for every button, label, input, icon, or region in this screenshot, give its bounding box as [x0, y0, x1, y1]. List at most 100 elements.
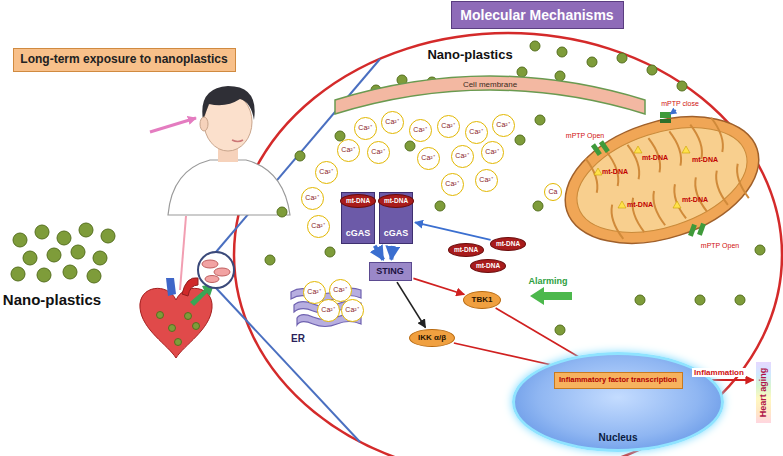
nanoplastic-particle [87, 269, 101, 283]
nanoplastic-particle [533, 201, 543, 211]
annotation-label: mt-DNA [627, 201, 653, 209]
node-text: Ca²⁺ [455, 152, 468, 160]
pathway-arrow [397, 282, 425, 327]
mtdna-fragment: mt-DNA [340, 194, 376, 208]
nanoplastic-particle [530, 41, 540, 51]
mptp-pore [591, 143, 602, 156]
nanoplastic-particle [515, 135, 525, 145]
edge-label: Inflammation [692, 368, 746, 377]
signal-arrow [375, 246, 383, 260]
node-text: Ca²⁺ [307, 288, 320, 296]
signal-arrow [391, 246, 393, 260]
mitochondrion [669, 130, 684, 165]
node-text: Ca²⁺ [345, 306, 358, 314]
node-text: Ca²⁺ [333, 286, 346, 294]
figure-label: Nano-plastics [427, 48, 512, 63]
node-text: mt-DNA [384, 197, 408, 204]
calcium-ion: Ca²⁺ [317, 299, 340, 322]
node-text: Ca²⁺ [385, 118, 398, 126]
nanoplastic-particle [101, 229, 115, 243]
mptp-pore [697, 223, 706, 236]
nanoplastic-particle [517, 67, 527, 77]
endoplasmic-reticulum: ERCa²⁺Ca²⁺Ca²⁺Ca²⁺ [287, 282, 365, 346]
node-text: cGAS [346, 228, 371, 238]
nanoplastic-particle [11, 41, 765, 335]
cell-inset [198, 252, 234, 288]
mptp-pore [660, 119, 671, 123]
cell-membrane [335, 76, 645, 114]
nanoplastic-particle [23, 251, 37, 265]
nanoplastic-particle [57, 231, 71, 245]
mtdna-marker [618, 201, 626, 208]
person-figure [200, 117, 208, 131]
nanoplastic-particle [435, 201, 445, 211]
cell-inset [214, 268, 230, 276]
node-text: Ca²⁺ [341, 146, 354, 154]
mitochondrion [564, 108, 760, 252]
annotation-label: mt-DNA [602, 168, 628, 176]
signal-arrow [415, 222, 491, 240]
person-figure [180, 216, 186, 290]
annotation-label: mt-DNA [682, 196, 708, 204]
calcium-ion: Ca²⁺ [301, 187, 324, 210]
person-figure [168, 160, 290, 215]
mtdna-fragment: mt-DNA [378, 194, 414, 208]
mitochondrion [690, 123, 705, 158]
nanoplastic-particle [193, 323, 200, 330]
node-text: Ca²⁺ [371, 148, 384, 156]
node-text: Ca²⁺ [321, 306, 334, 314]
mtdna-marker [682, 146, 690, 153]
nanoplastic-particle [677, 81, 687, 91]
node-text: cGAS [384, 228, 409, 238]
nanoplastic-particle [13, 233, 27, 247]
section-header: Molecular Mechanisms [451, 1, 624, 29]
node-text: mt-DNA [476, 262, 500, 269]
node-text: IKK α/β [418, 333, 446, 342]
nanoplastic-particle [185, 313, 192, 320]
zoom-circle [216, 288, 360, 442]
person-figure [202, 86, 254, 120]
mitochondrion [734, 164, 749, 199]
person-figure [150, 118, 196, 132]
node-text: Molecular Mechanisms [460, 7, 613, 23]
nanoplastic-particle [755, 245, 765, 255]
calcium-ion: Ca²⁺ [451, 145, 474, 168]
mtdna-fragment: mt-DNA [470, 259, 506, 273]
nanoplastic-particle [617, 53, 627, 63]
node-text: Ca²⁺ [311, 222, 324, 230]
calcium-ion: Ca²⁺ [315, 161, 338, 184]
person-figure [232, 140, 243, 142]
nanoplastic-particle [157, 312, 164, 319]
mptp-pore [591, 110, 706, 237]
nanoplastic-particle [535, 115, 545, 125]
heart-organ [140, 288, 212, 358]
mptp-pore [688, 224, 697, 237]
mitochondrion [650, 191, 665, 226]
cell-inset [198, 252, 234, 288]
nanoplastic-particle [405, 141, 415, 151]
cell-inset [202, 260, 218, 268]
signal-label: Alarming [528, 276, 567, 286]
nanoplastic-particle [175, 339, 182, 346]
mptp-pore [599, 140, 610, 153]
nanoplastic-particle [277, 207, 287, 217]
nanoplastic-particle [555, 325, 565, 335]
mitochondrion [711, 117, 726, 152]
node-text: mt-DNA [496, 240, 520, 247]
annotation-label: mt-DNA [692, 156, 718, 164]
nanoplastic-particle [265, 255, 275, 265]
node-text: Inflammatory factor transcription [559, 376, 677, 385]
node-text: mt-DNA [454, 246, 478, 253]
kinase-oval: IKK α/β [409, 329, 455, 347]
nanoplastic-particle [557, 47, 567, 57]
mptp-pore [670, 110, 676, 114]
nanoplastic-particle [587, 57, 597, 67]
calcium-ion: Ca²⁺ [307, 215, 330, 238]
membrane-label-box: Cell membrane [461, 80, 519, 90]
mtdna-marker [634, 146, 642, 153]
annotation-label: mPTP close [661, 100, 699, 108]
mptp-pore [660, 112, 671, 118]
cell-inset [205, 276, 219, 283]
